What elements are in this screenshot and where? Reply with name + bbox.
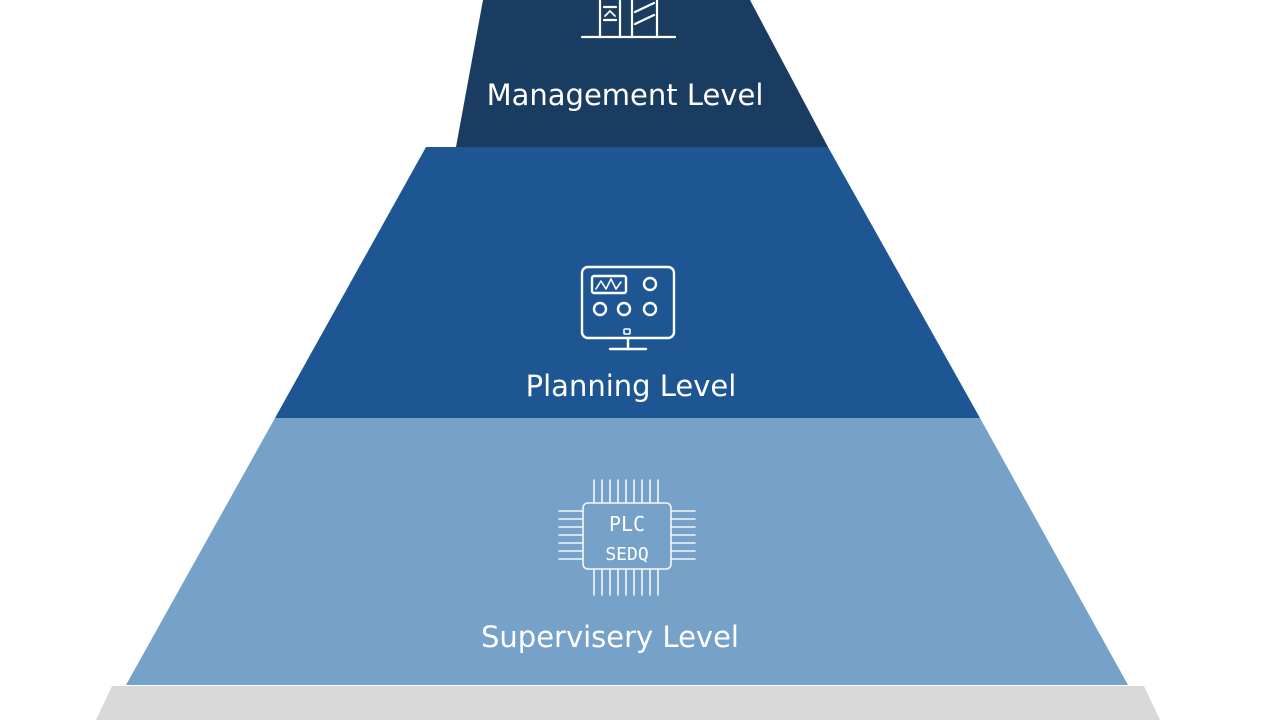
tier-label-planning: Planning Level bbox=[526, 369, 737, 403]
building-icon bbox=[580, 0, 677, 39]
tier-base bbox=[96, 686, 1160, 720]
tier-management bbox=[456, 0, 828, 147]
monitor-panel-icon bbox=[580, 265, 676, 351]
chip-text-line1: PLC bbox=[609, 512, 645, 536]
tier-label-supervisory: Supervisery Level bbox=[481, 620, 739, 654]
plc-chip-icon: PLC SEDQ bbox=[558, 479, 696, 596]
tier-label-management: Management Level bbox=[487, 78, 764, 112]
tier-planning bbox=[275, 147, 980, 418]
chip-text-line2: SEDQ bbox=[605, 544, 648, 565]
tier-supervisory bbox=[126, 418, 1128, 685]
